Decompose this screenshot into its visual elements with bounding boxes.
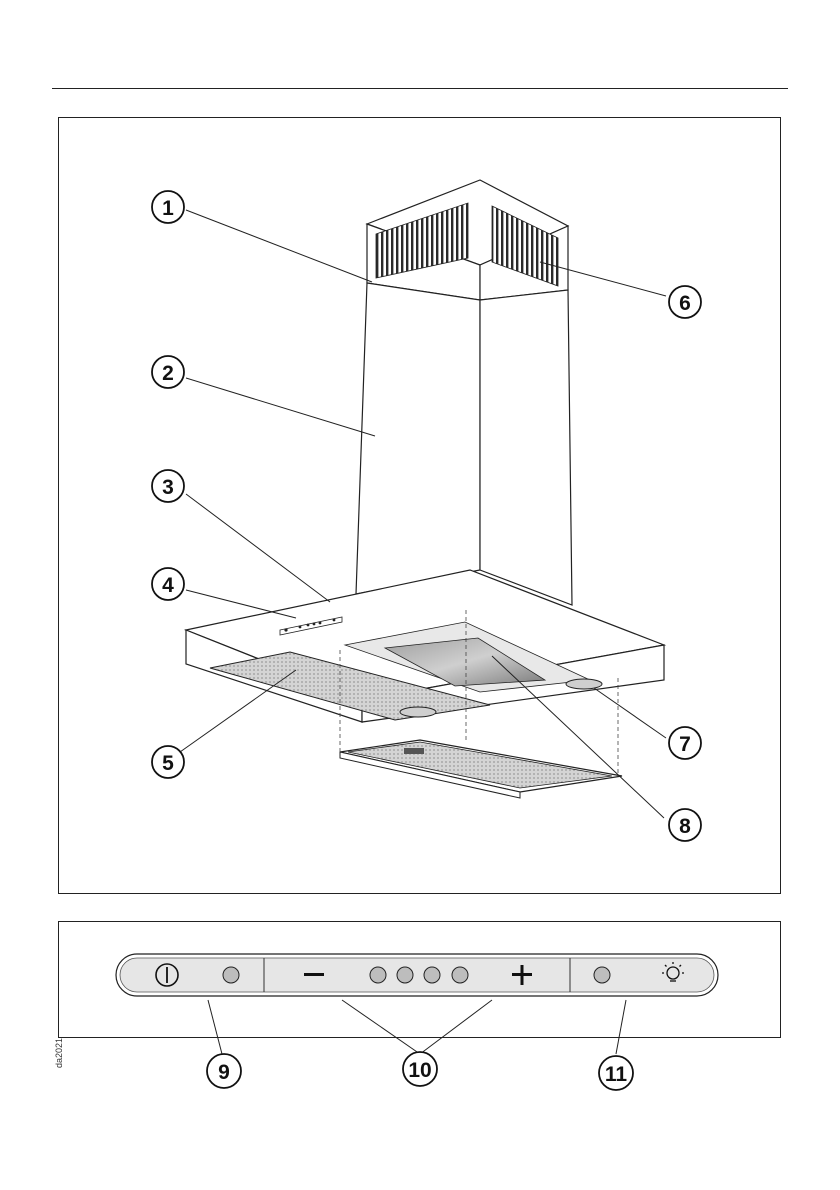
svg-text:9: 9 bbox=[218, 1061, 230, 1084]
chimney-lower bbox=[356, 283, 572, 605]
callout-3: 3 bbox=[152, 470, 184, 502]
svg-text:5: 5 bbox=[162, 752, 174, 775]
fan-level-indicator-4 bbox=[452, 967, 468, 983]
svg-text:3: 3 bbox=[162, 476, 174, 499]
svg-text:11: 11 bbox=[605, 1063, 628, 1086]
removed-grease-filter bbox=[340, 740, 622, 798]
document-code: da2021 bbox=[54, 1038, 64, 1068]
svg-text:7: 7 bbox=[679, 733, 691, 756]
power-indicator bbox=[223, 967, 239, 983]
callout-8: 8 bbox=[669, 809, 701, 841]
fan-level-indicator-1 bbox=[370, 967, 386, 983]
callout-9: 9 bbox=[207, 1054, 241, 1088]
light-indicator bbox=[594, 967, 610, 983]
minus-button[interactable] bbox=[304, 973, 324, 976]
callout-5: 5 bbox=[152, 746, 184, 778]
callout-6: 6 bbox=[669, 286, 701, 318]
svg-text:1: 1 bbox=[162, 197, 174, 220]
callout-4: 4 bbox=[152, 568, 184, 600]
callout-11: 11 bbox=[599, 1056, 633, 1090]
fan-level-indicator-3 bbox=[424, 967, 440, 983]
svg-text:6: 6 bbox=[679, 292, 691, 315]
svg-text:10: 10 bbox=[408, 1059, 431, 1082]
svg-text:4: 4 bbox=[162, 574, 174, 597]
callout-10: 10 bbox=[403, 1052, 437, 1086]
callout-7: 7 bbox=[669, 727, 701, 759]
fan-level-indicator-2 bbox=[397, 967, 413, 983]
callout-1: 1 bbox=[152, 191, 184, 223]
svg-text:2: 2 bbox=[162, 362, 174, 385]
callout-2: 2 bbox=[152, 356, 184, 388]
svg-text:8: 8 bbox=[679, 815, 691, 838]
control-panel bbox=[116, 954, 718, 996]
